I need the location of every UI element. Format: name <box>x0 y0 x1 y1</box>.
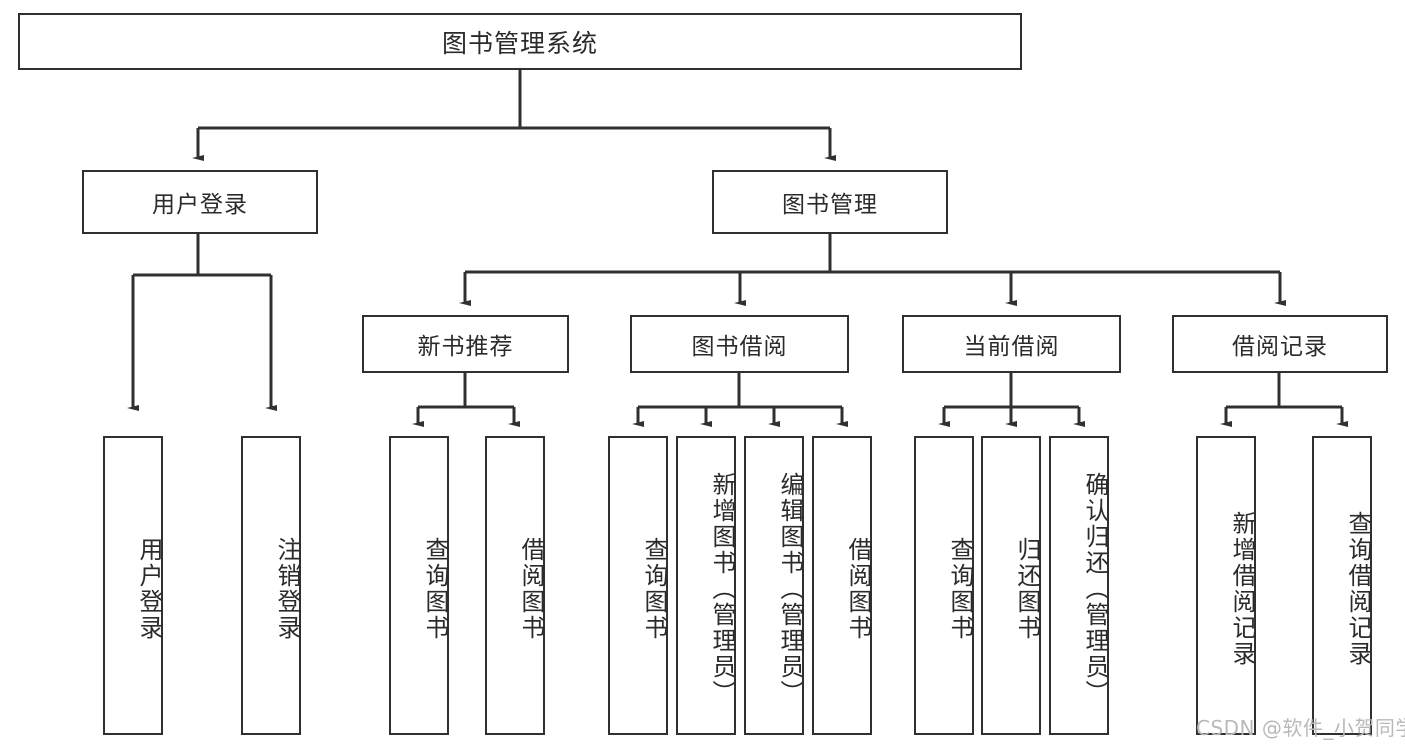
leaf-book-borrow-edit-book-admin[interactable]: 编辑图书（管理员） <box>744 436 804 735</box>
leaf-user-login-logout[interactable]: 注销登录 <box>241 436 301 735</box>
leaf-book-borrow-add-book-admin[interactable]: 新增图书（管理员） <box>676 436 736 735</box>
node-label: 用户登录 <box>135 536 163 641</box>
node-label: 图书借阅 <box>691 334 788 360</box>
node-label: 查询图书 <box>946 536 974 641</box>
leaf-current-borrow-return-books[interactable]: 归还图书 <box>981 436 1041 735</box>
node-label: 用户登录 <box>152 192 248 218</box>
node-label: 图书管理系统 <box>441 28 598 58</box>
node-label: 借阅记录 <box>1232 334 1328 360</box>
leaf-new-book-borrow-books[interactable]: 借阅图书 <box>485 436 545 735</box>
node-label: 查询借阅记录 <box>1344 510 1372 667</box>
node-borrow-record[interactable]: 借阅记录 <box>1172 315 1388 373</box>
node-label: 新增借阅记录 <box>1228 510 1256 667</box>
node-label: 注销登录 <box>273 536 301 641</box>
leaf-new-book-query-books[interactable]: 查询图书 <box>389 436 449 735</box>
csdn-watermark: CSDN @软件_小贺同学 <box>1196 716 1405 740</box>
leaf-current-borrow-confirm-return-admin[interactable]: 确认归还（管理员） <box>1049 436 1109 735</box>
node-label: 借阅图书 <box>517 536 545 641</box>
node-label: 编辑图书（管理员） <box>776 471 804 706</box>
node-book-borrow[interactable]: 图书借阅 <box>630 315 849 373</box>
leaf-user-login-login[interactable]: 用户登录 <box>103 436 163 735</box>
node-label: 新书推荐 <box>417 334 514 360</box>
leaf-book-borrow-borrow-books[interactable]: 借阅图书 <box>812 436 872 735</box>
node-root-book-management-system[interactable]: 图书管理系统 <box>18 13 1022 70</box>
leaf-borrow-record-query-record[interactable]: 查询借阅记录 <box>1312 436 1372 735</box>
node-label: 查询图书 <box>421 536 449 641</box>
node-user-login[interactable]: 用户登录 <box>82 170 318 234</box>
node-new-book-recommend[interactable]: 新书推荐 <box>362 315 569 373</box>
node-label: 归还图书 <box>1013 536 1041 641</box>
leaf-book-borrow-query-books[interactable]: 查询图书 <box>608 436 668 735</box>
node-label: 查询图书 <box>640 536 668 641</box>
node-book-management[interactable]: 图书管理 <box>712 170 948 234</box>
node-label: 确认归还（管理员） <box>1081 471 1109 706</box>
leaf-current-borrow-query-books[interactable]: 查询图书 <box>914 436 974 735</box>
node-label: 借阅图书 <box>844 536 872 641</box>
node-label: 当前借阅 <box>963 334 1060 360</box>
leaf-borrow-record-add-record[interactable]: 新增借阅记录 <box>1196 436 1256 735</box>
node-current-borrow[interactable]: 当前借阅 <box>902 315 1121 373</box>
node-label: 图书管理 <box>782 192 878 218</box>
node-label: 新增图书（管理员） <box>708 471 736 706</box>
